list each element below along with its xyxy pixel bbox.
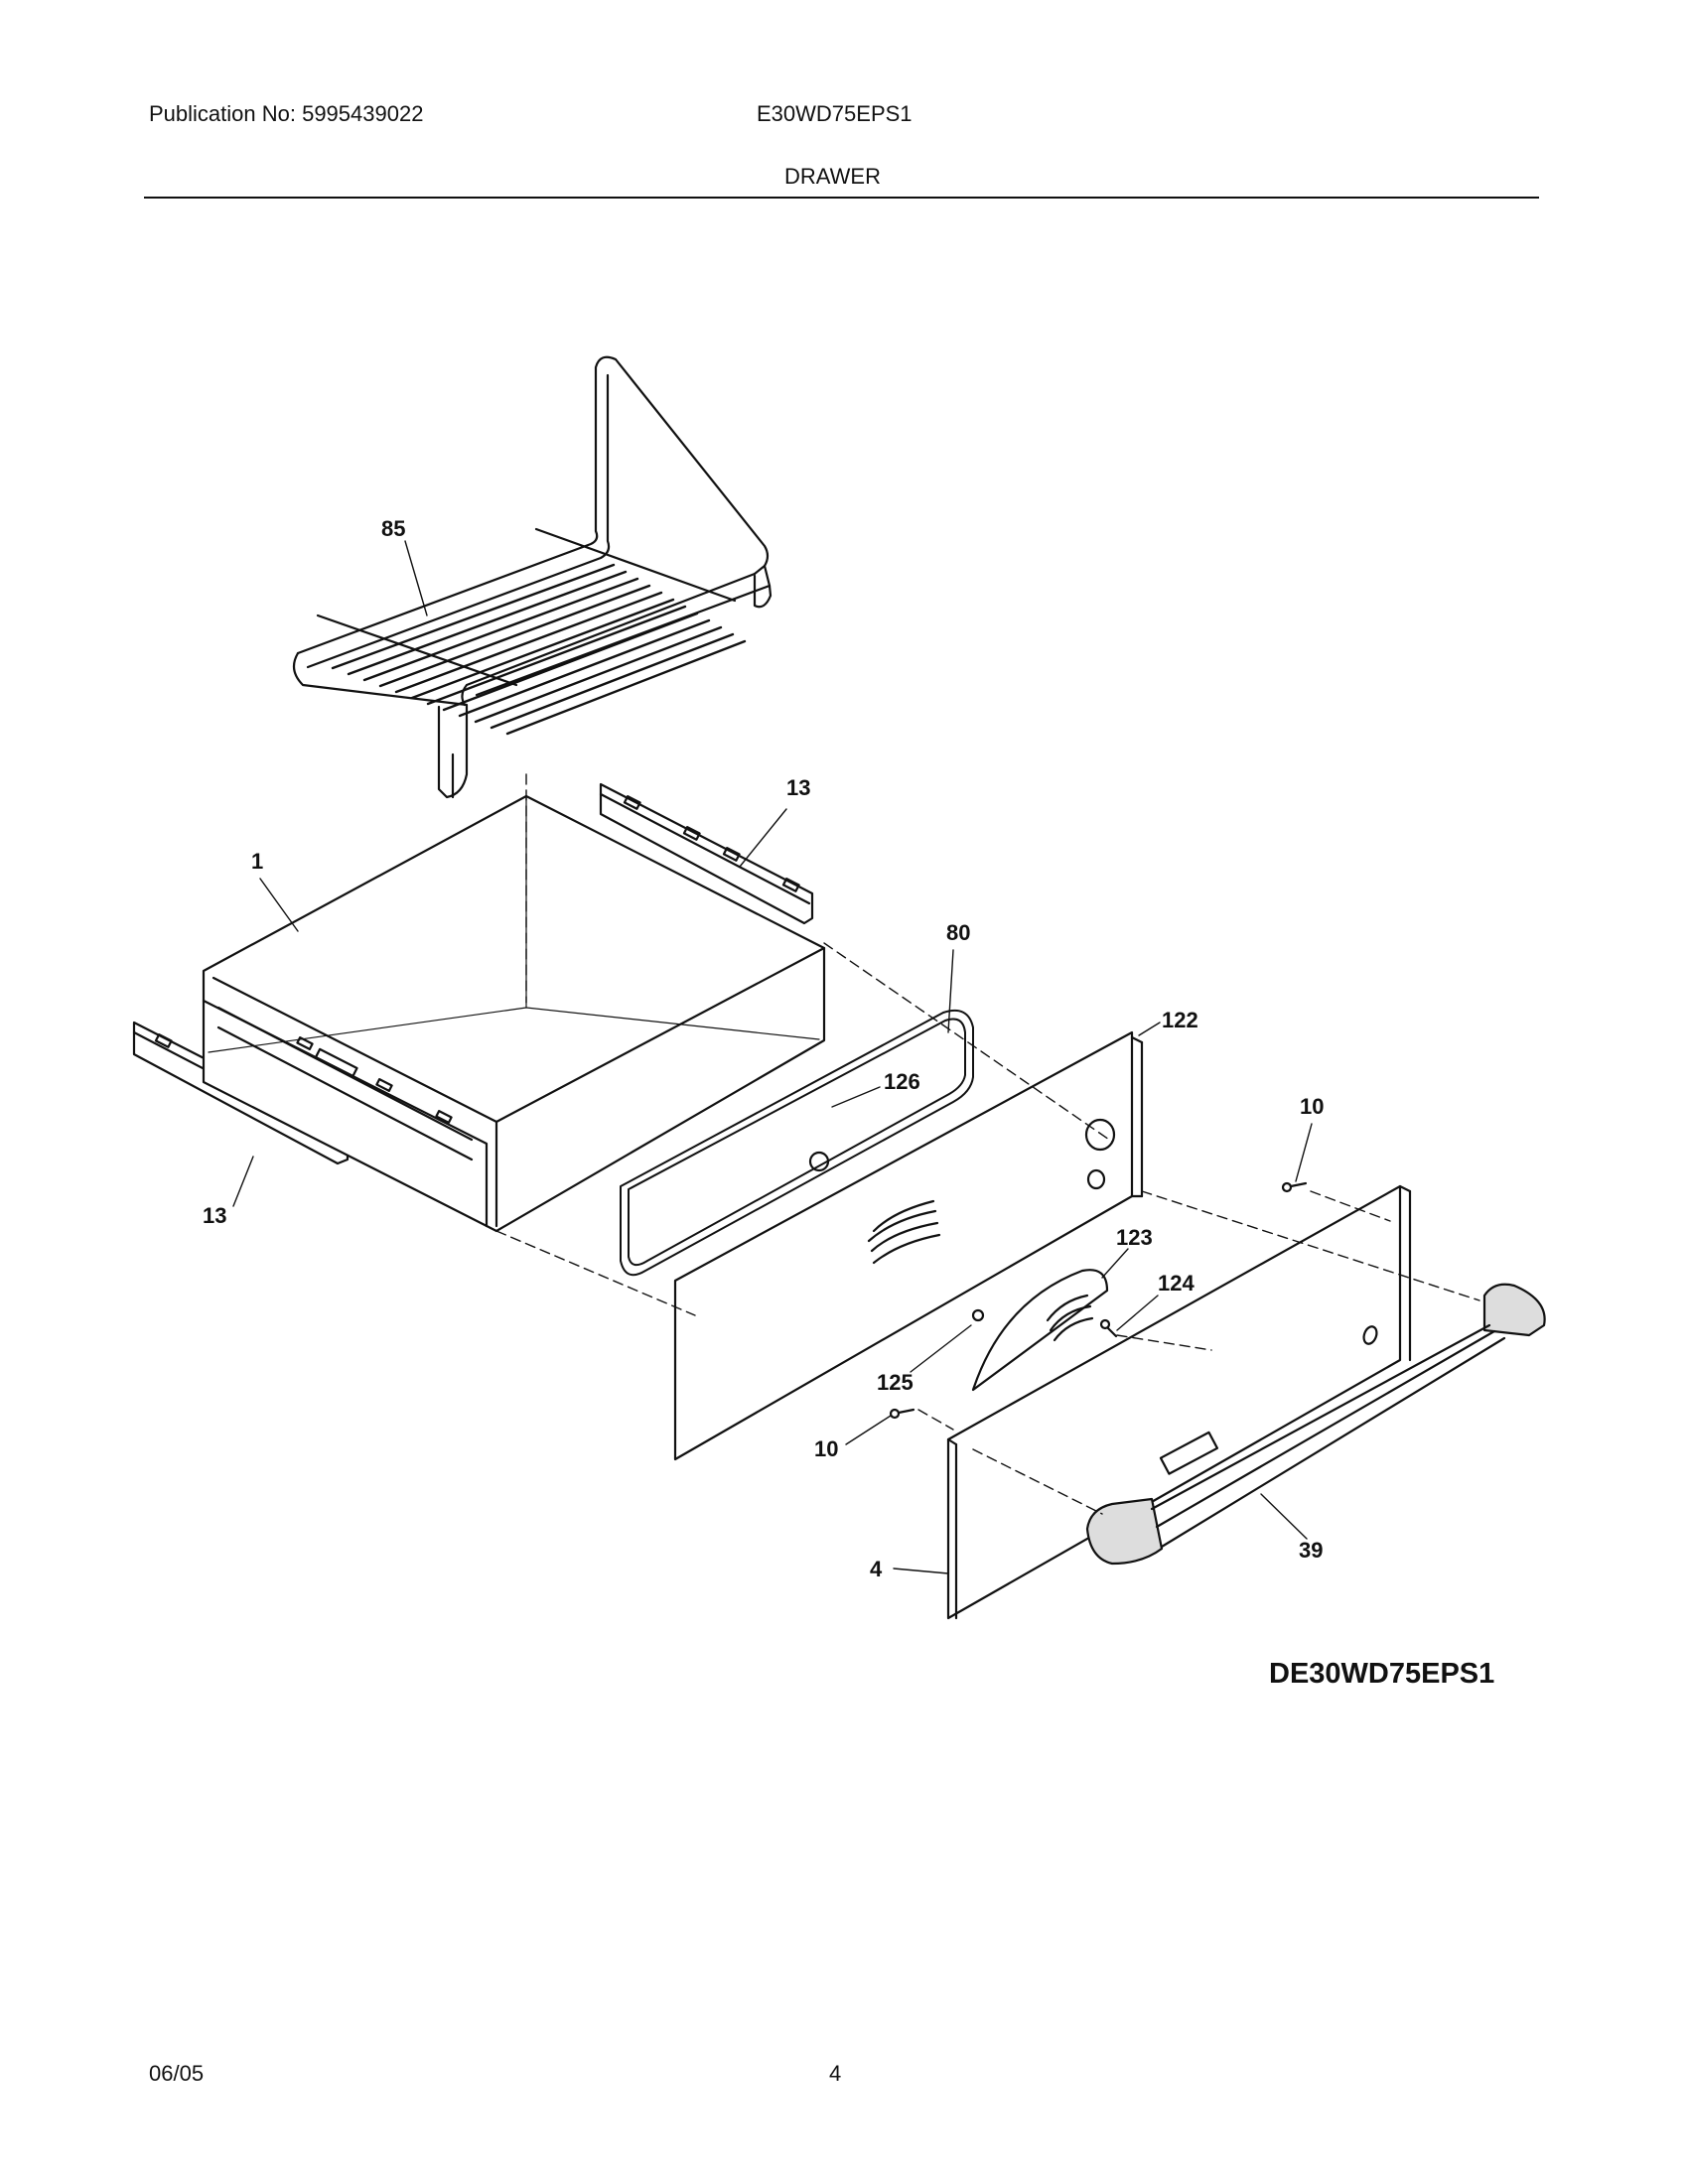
callout-1: 1: [251, 849, 263, 874]
drawing-id: DE30WD75EPS1: [1269, 1658, 1494, 1690]
callout-122: 122: [1162, 1008, 1198, 1032]
front-panel: [946, 1184, 1412, 1620]
callout-123: 123: [1116, 1225, 1153, 1250]
callout-80: 80: [946, 920, 970, 945]
spacer: [971, 1308, 985, 1322]
callout-39: 39: [1299, 1538, 1323, 1563]
publication-date: 06/05: [149, 2061, 205, 2086]
callout-13-left: 13: [203, 1203, 226, 1228]
screw-upper: [1281, 1181, 1308, 1193]
callout-124: 124: [1158, 1271, 1195, 1296]
drawer-slide-right: [599, 782, 814, 925]
section-title: DRAWER: [784, 164, 881, 189]
screw-lower: [889, 1408, 915, 1420]
door-handle: [1085, 1283, 1546, 1566]
vent-cover: [971, 1269, 1109, 1392]
publication-number: Publication No: 5995439022: [149, 101, 424, 126]
callout-10-upper: 10: [1300, 1094, 1324, 1119]
header-divider: [144, 197, 1539, 199]
callout-13-right: 13: [786, 775, 810, 800]
vent-screw: [1099, 1318, 1118, 1338]
door-gasket: [620, 1009, 974, 1277]
model-number: E30WD75EPS1: [757, 101, 913, 126]
callout-4: 4: [870, 1557, 883, 1581]
page-number: 4: [829, 2061, 842, 2086]
callout-125: 125: [877, 1370, 914, 1395]
callout-85: 85: [381, 516, 405, 541]
wire-rack: [292, 355, 773, 799]
inner-door-panel: [673, 1030, 1144, 1461]
callout-126: 126: [884, 1069, 920, 1094]
callout-10-lower: 10: [814, 1436, 838, 1461]
